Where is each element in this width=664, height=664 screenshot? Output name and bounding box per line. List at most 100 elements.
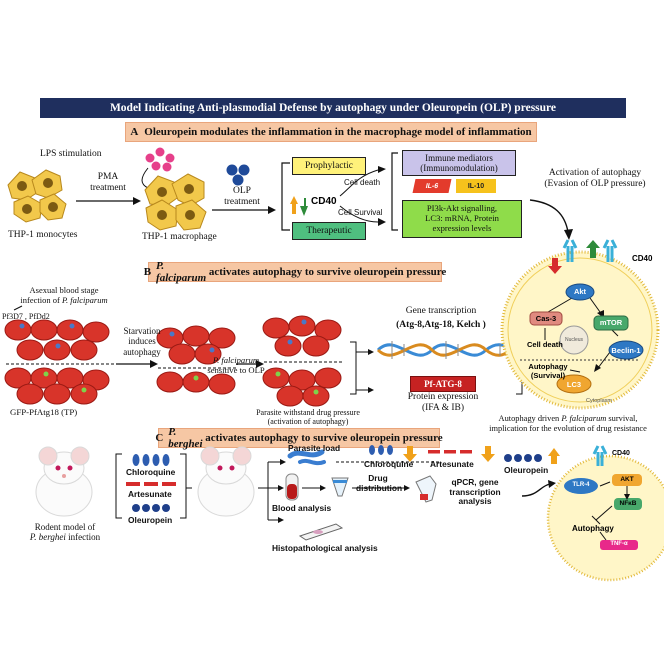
qpcr-label: qPCR, gene transcription analysis [449, 477, 501, 507]
blood-analysis-label: Blood analysis [272, 503, 332, 513]
cell-death-text: Cell death [527, 340, 563, 349]
diagram-title: Model Indicating Anti-plasmodial Defense… [40, 98, 626, 118]
oleuropein-label: Oleuropein [128, 515, 173, 525]
parasite-load-label: Parasite load [288, 443, 341, 453]
prophylactic-label: Prophylactic [304, 160, 353, 171]
mouse-icon-treated [197, 446, 255, 517]
cell-cd40-label: CD40 [632, 254, 653, 263]
artesunate-pills [126, 482, 176, 486]
artesunate-label: Artesunate [128, 489, 172, 499]
oleuropein-pills [132, 504, 170, 512]
mouse-icon [35, 446, 93, 517]
genes-label: (Atg-8,Atg-18, Kelch ) [396, 320, 486, 330]
section-c-organism: P. berghei [168, 426, 203, 450]
olp-molecules [226, 164, 250, 186]
parasite-withstand-label: Parasite withstand drug pressure (activa… [256, 408, 360, 427]
section-b-title: activates autophagy to survive oleuropei… [206, 266, 447, 278]
asexual-stage-label: Asexual blood stage infection of P. falc… [14, 285, 114, 306]
gene-transcription-label: Gene transcription [405, 306, 477, 316]
parasite-icon [287, 449, 326, 466]
artesunate-result-label: Artesunate [430, 459, 474, 469]
inset-cd40-label: CD40 [612, 450, 630, 457]
strains-label: Pf3D7 , PfDd2 [2, 312, 50, 321]
section-b-letter: B [143, 266, 152, 278]
thp1-macrophage-cluster [144, 173, 207, 231]
starvation-label: Starvation induces autophagy [123, 326, 161, 357]
up-down-arrows-icon [290, 196, 308, 216]
pf-sensitive-organism: P. falciparum [212, 355, 260, 365]
cytoplasm-label: Cytoplasm [586, 398, 612, 404]
artesunate-result-pills [428, 450, 472, 454]
blood-tube-icon [285, 473, 299, 501]
asexual-line-2: infection of P. falciparum [20, 294, 108, 305]
section-c-letter: C [155, 432, 164, 444]
rodent-model-line-1: Rodent model of [34, 522, 96, 532]
immune-mediators-label: Immune mediators (Immunomodulation) [420, 152, 498, 173]
lc3-label: LC3 [566, 380, 582, 389]
mtor-label: mTOR [599, 318, 623, 327]
inset-cd40-receptor-icon [592, 445, 608, 466]
rbc-group-3 [156, 325, 236, 395]
beclin-label: Beclin-1 [611, 346, 641, 355]
pcr-tube-icon [415, 475, 437, 503]
rbc-group-1 [4, 319, 110, 361]
section-c-title: activates autophagy to survive oleuropei… [202, 432, 443, 444]
cd40-label: CD40 [311, 196, 337, 207]
pf-sensitive-text: sensitive to OLP [207, 364, 265, 375]
lps-label: LPS stimulation [40, 149, 102, 159]
cell-autophagy-label: Autophagy (Survival) [528, 362, 568, 380]
pf-sensitive-label: P. falciparum sensitive to OLP [196, 355, 276, 376]
immune-mediators-box: Immune mediators (Immunomodulation) [402, 150, 516, 176]
activation-autophagy-label: Activation of autophagy (Evasion of OLP … [544, 168, 646, 189]
dna-helix-icon [376, 341, 512, 359]
histopathology-label: Histopathological analysis [272, 543, 378, 553]
pma-label: PMA treatment [90, 172, 126, 193]
rodent-model-label: Rodent model of P. berghei infection [10, 522, 120, 543]
lps-particles [145, 147, 175, 172]
olp-treatment-label: OLP treatment [224, 186, 260, 207]
tnf-label: TNF-α [610, 541, 628, 547]
cell-caption-line-2: implication for the evolution of drug re… [489, 423, 647, 433]
inset-autophagy-label: Autophagy [572, 524, 614, 533]
chloroquine-pills [132, 454, 170, 466]
oleuropein-result-label: Oleuropein [504, 465, 549, 475]
pi3k-label: PI3k-Akt signalling, LC3: mRNA, Protein … [425, 203, 499, 233]
cell-caption-line-1: Autophagy driven P. falciparum survival, [498, 414, 638, 423]
cell-death-label: Cell death [344, 178, 381, 187]
therapeutic-box: Therapeutic [292, 222, 366, 240]
nucleus-label: Nucleus [564, 337, 584, 343]
pi3k-box: PI3k-Akt signalling, LC3: mRNA, Protein … [402, 200, 522, 238]
section-a-title: Oleuropein modulates the inflammation in… [144, 126, 532, 138]
rbc-group-4 [262, 315, 342, 407]
protein-expression-label: Protein expression (IFA & IB) [407, 392, 479, 413]
tlr4-label: TLR-4 [572, 482, 590, 488]
section-c-banner: C P. berghei activates autophagy to surv… [155, 426, 443, 450]
chloroquine-result-pills [369, 445, 393, 455]
histology-slide-icon [298, 523, 344, 541]
oleuropein-result-pills [504, 454, 542, 462]
asexual-line-1: Asexual blood stage [29, 285, 99, 295]
prophylactic-box: Prophylactic [292, 157, 366, 175]
sample-tube-icon [331, 477, 349, 497]
therapeutic-label: Therapeutic [306, 225, 352, 236]
thp1-monocyte-cluster [7, 169, 67, 223]
chloroquine-label: Chloroquine [126, 467, 176, 477]
chloroquine-result-label: Chloroquine [364, 459, 414, 469]
section-b-banner: B P. falciparum activates autophagy to s… [144, 260, 447, 284]
drug-distribution-label: Drug distribution [356, 473, 403, 493]
il10-badge: IL-10 [456, 179, 496, 193]
section-b-organism: P. falciparum [156, 260, 207, 284]
cell-survival-label: Cell Survival [338, 208, 383, 217]
gfp-label: GFP-PfAtg18 (TP) [10, 407, 78, 417]
thp1-macrophage-label: THP-1 macrophage [142, 232, 217, 242]
nfkb-label: NFκB [619, 500, 637, 507]
thp1-monocytes-label: THP-1 monocytes [8, 230, 78, 240]
rbc-group-2 [4, 367, 110, 405]
cas3-label: Cas-3 [535, 314, 557, 323]
rodent-model-line-2: P. berghei infection [29, 532, 101, 543]
akt-label: Akt [573, 287, 587, 296]
